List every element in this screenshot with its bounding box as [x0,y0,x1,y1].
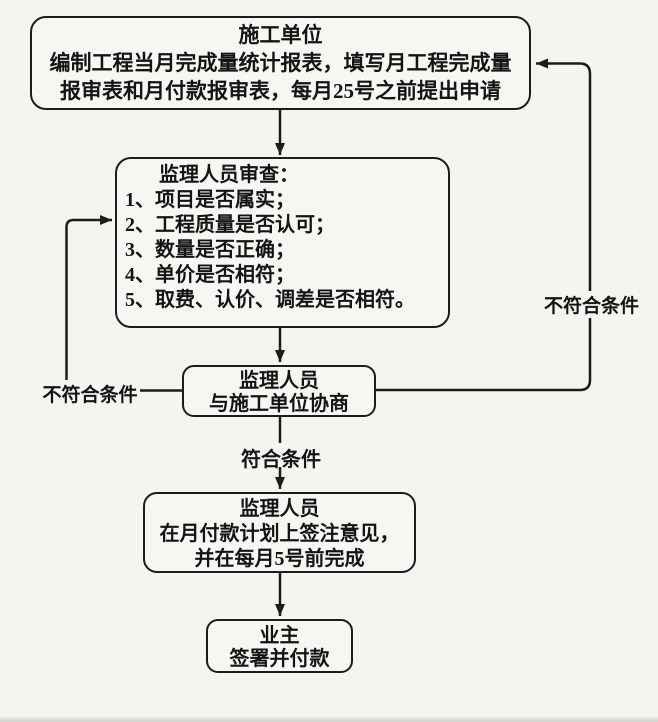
arrow-unqualified-left-loop-to-review [65,215,112,380]
node-owner-title: 业主 [259,625,300,647]
review-item-1: 1、项目是否属实； [125,189,295,211]
node-negotiate-title: 监理人员 [239,370,319,392]
node-contractor: 施工单位 编制工程当月完成量统计报表，填写月工程完成量 报审表和月付款报审表，每… [30,16,531,110]
review-item-4: 4、单价是否相符； [125,264,295,286]
bottom-edge-strip [0,717,658,722]
node-sign-title: 监理人员 [239,498,320,520]
node-supervisor-sign-opinion: 监理人员 在月付款计划上签注意见， 并在每月5号前完成 [143,492,416,573]
node-sign-line: 并在每月5号前完成 [194,548,365,570]
node-owner-sign-pay: 业主 签署并付款 [206,619,353,673]
node-contractor-line: 编制工程当月完成量统计报表，填写月工程完成量 [49,51,512,75]
node-review-title: 监理人员审查： [159,164,299,186]
label-unqualified-left: 不符合条件 [42,385,138,406]
arrow-unqualified-right-loop-to-contractor [375,58,592,392]
review-item-5: 5、取费、认价、调差是否相符。 [125,289,415,311]
label-qualified: 符合条件 [241,449,321,471]
node-supervisor-negotiate: 监理人员 与施工单位协商 [182,365,376,417]
node-supervisor-review: 监理人员审查： 1、项目是否属实； 2、工程质量是否认可； 3、数量是否正确； … [115,157,450,328]
review-item-3: 3、数量是否正确； [125,239,295,261]
node-contractor-title: 施工单位 [238,23,323,47]
review-item-2: 2、工程质量是否认可； [125,214,335,236]
node-negotiate-line: 与施工单位协商 [209,393,349,415]
node-sign-line: 在月付款计划上签注意见， [159,523,400,545]
node-contractor-line: 报审表和月付款报审表，每月25号之前提出申请 [60,79,501,103]
node-owner-line: 签署并付款 [229,648,330,670]
label-unqualified-right: 不符合条件 [541,291,642,318]
